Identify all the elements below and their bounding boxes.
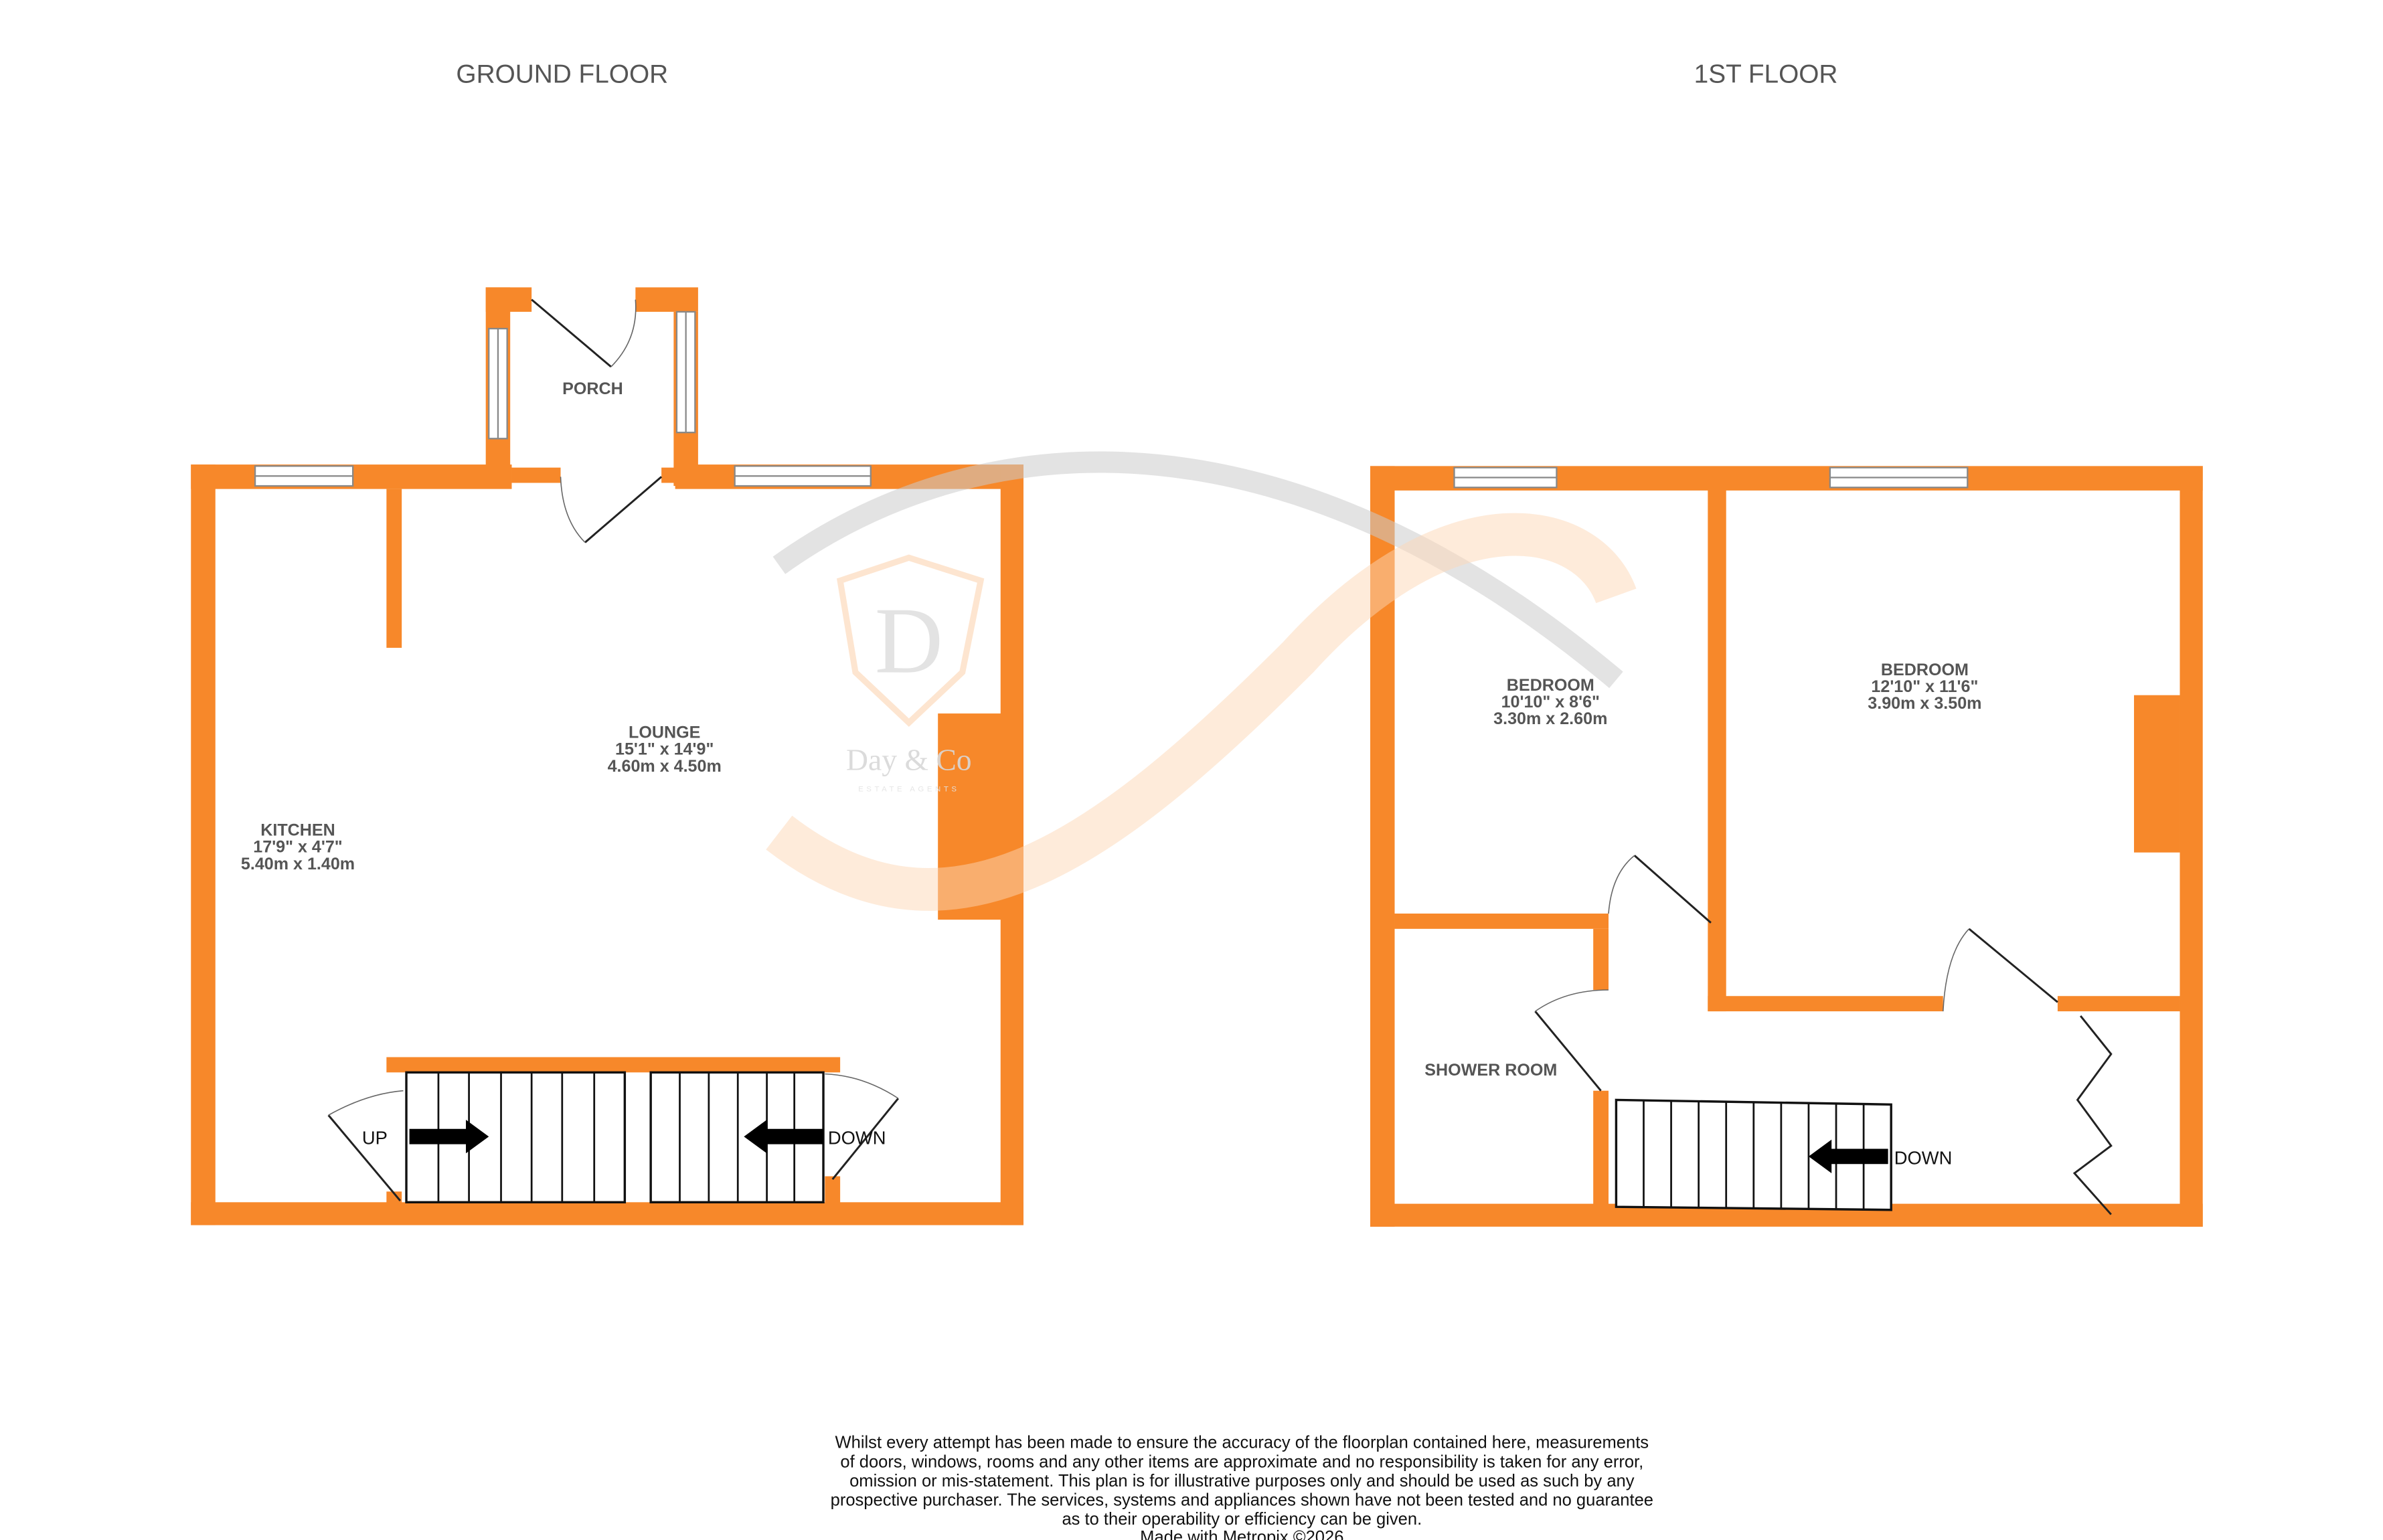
arrow-right-icon: [409, 1120, 489, 1154]
svg-text:of doors, windows, rooms and a: of doors, windows, rooms and any other i…: [840, 1452, 1643, 1471]
room-lounge: LOUNGE: [629, 723, 700, 742]
door: [1968, 928, 2058, 1003]
watermark-initial: D: [875, 588, 943, 693]
room-dimensions-metric: 3.30m x 2.60m: [1493, 709, 1607, 728]
room-porch: PORCH: [562, 379, 623, 398]
room-dimensions-metric: 4.60m x 4.50m: [608, 757, 722, 776]
ground-floor-plan: UP DOWN PORCH LOUNGE 15'1" x 14'9" 4.60m…: [191, 287, 1023, 1225]
watermark-logo: D Day & Co ESTATE AGENTS: [766, 451, 1637, 911]
svg-text:as to their operability or eff: as to their operability or efficiency ca…: [1062, 1510, 1422, 1529]
door: [1633, 855, 1712, 924]
wardrobe-doors: [2072, 1015, 2113, 1215]
stairs-down-label: DOWN: [828, 1128, 886, 1148]
room-dimensions-imperial: 10'10" x 8'6": [1501, 693, 1600, 711]
svg-text:omission or mis-statement. Thi: omission or mis-statement. This plan is …: [849, 1472, 1635, 1490]
door: [584, 476, 663, 543]
room-dimensions-metric: 3.90m x 3.50m: [1868, 694, 1981, 713]
room-dimensions-metric: 5.40m x 1.40m: [241, 855, 355, 873]
disclaimer: Whilst every attempt has been made to en…: [831, 1434, 1653, 1540]
watermark-tagline: ESTATE AGENTS: [858, 785, 959, 793]
door: [531, 298, 612, 368]
first-floor-plan: DOWN BEDROOM 10'10" x 8'6" 3.30m x 2.60m…: [1370, 466, 2203, 1227]
room-bedroom-1: BEDROOM: [1507, 676, 1594, 695]
room-bedroom-2: BEDROOM: [1881, 661, 1969, 679]
svg-text:prospective purchaser. The ser: prospective purchaser. The services, sys…: [831, 1490, 1653, 1509]
room-shower-room: SHOWER ROOM: [1424, 1061, 1557, 1080]
svg-text:Whilst every attempt has been: Whilst every attempt has been made to en…: [835, 1434, 1649, 1452]
watermark-brand: Day & Co: [846, 742, 972, 776]
door: [1534, 1011, 1602, 1092]
stairs-up-label: UP: [362, 1128, 388, 1148]
arrow-left-icon: [744, 1120, 824, 1154]
room-kitchen: KITCHEN: [260, 821, 335, 840]
arrow-left-icon: [1808, 1139, 1888, 1173]
copyright: Made with Metropix ©2026: [1140, 1528, 1343, 1540]
room-dimensions-imperial: 15'1" x 14'9": [615, 740, 714, 759]
room-dimensions-imperial: 17'9" x 4'7": [253, 838, 342, 857]
ground-floor-title: GROUND FLOOR: [456, 60, 668, 89]
room-dimensions-imperial: 12'10" x 11'6": [1871, 677, 1978, 696]
stairs-down-label: DOWN: [1894, 1147, 1953, 1168]
first-floor-title: 1ST FLOOR: [1694, 60, 1838, 89]
